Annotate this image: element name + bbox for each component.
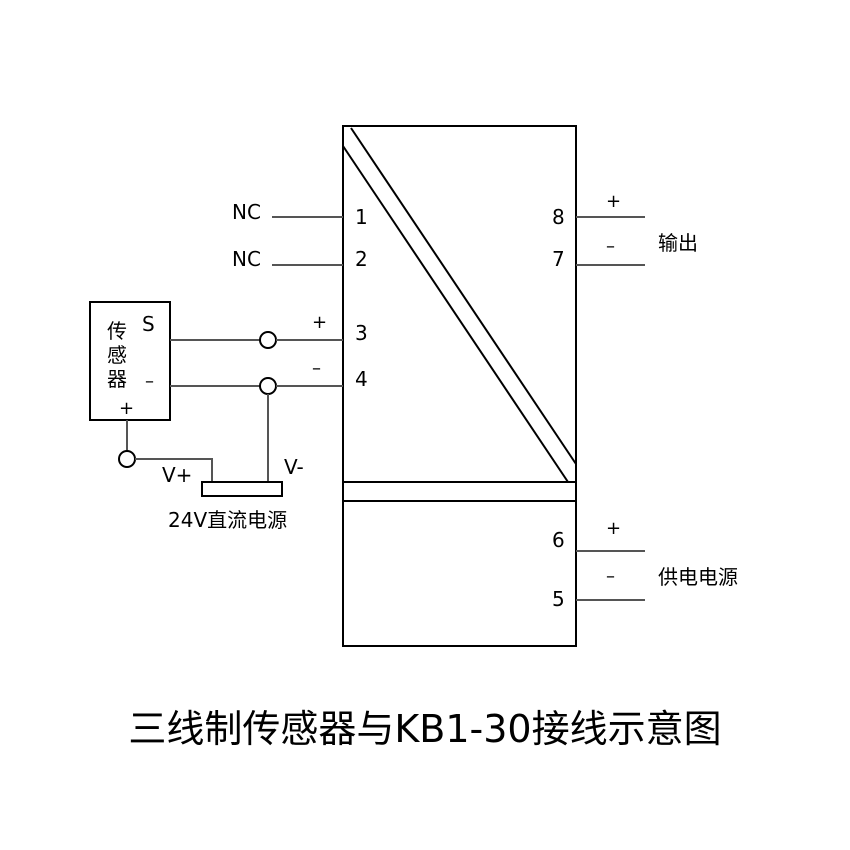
terminal-8: 8 (552, 205, 565, 229)
module-lower-body (342, 500, 577, 647)
sensor-pin-s: S (142, 312, 155, 336)
terminal-2: 2 (355, 247, 368, 271)
terminal-7: 7 (552, 247, 565, 271)
kb1-30-module (342, 125, 577, 647)
sensor-name-char-3: 器 (107, 367, 127, 391)
terminal-6: 6 (552, 528, 565, 552)
terminal-4-node (259, 377, 277, 395)
terminal-1: 1 (355, 205, 368, 229)
supply-v-plus: V+ (162, 463, 192, 487)
terminal-5: 5 (552, 587, 565, 611)
sensor-name-char-2: 感 (107, 343, 127, 367)
sensor-pin-minus: – (145, 371, 154, 392)
vplus-wire (135, 458, 213, 482)
nc1-label: NC (232, 200, 261, 224)
vplus-node (118, 450, 136, 468)
output-plus-sign: + (606, 191, 621, 212)
supply-label: 24V直流电源 (168, 508, 287, 532)
input-minus-sign: – (312, 358, 321, 379)
supply-v-minus: V- (284, 455, 304, 479)
input-plus-sign: + (312, 312, 327, 333)
nc2-label: NC (232, 247, 261, 271)
module-upper-body (342, 125, 577, 483)
output-label: 输出 (658, 231, 698, 255)
dc-supply-symbol (201, 481, 283, 497)
isolation-diagonal-2 (350, 127, 577, 465)
sensor-box (89, 301, 171, 421)
module-divider-band (342, 481, 577, 502)
power-plus-sign: + (606, 518, 621, 539)
isolation-diagonal-1 (342, 145, 569, 483)
output-minus-sign: – (606, 236, 615, 257)
diagram-caption: 三线制传感器与KB1-30接线示意图 (128, 707, 722, 751)
terminal-3-node (259, 331, 277, 349)
terminal-3: 3 (355, 321, 368, 345)
sensor-pin-plus: + (119, 398, 134, 419)
power-label: 供电电源 (658, 565, 738, 589)
sensor-block: 传 感 器 S – + (89, 301, 171, 421)
terminal-4: 4 (355, 367, 368, 391)
power-minus-sign: – (606, 566, 615, 587)
sensor-name-char-1: 传 (107, 319, 127, 343)
